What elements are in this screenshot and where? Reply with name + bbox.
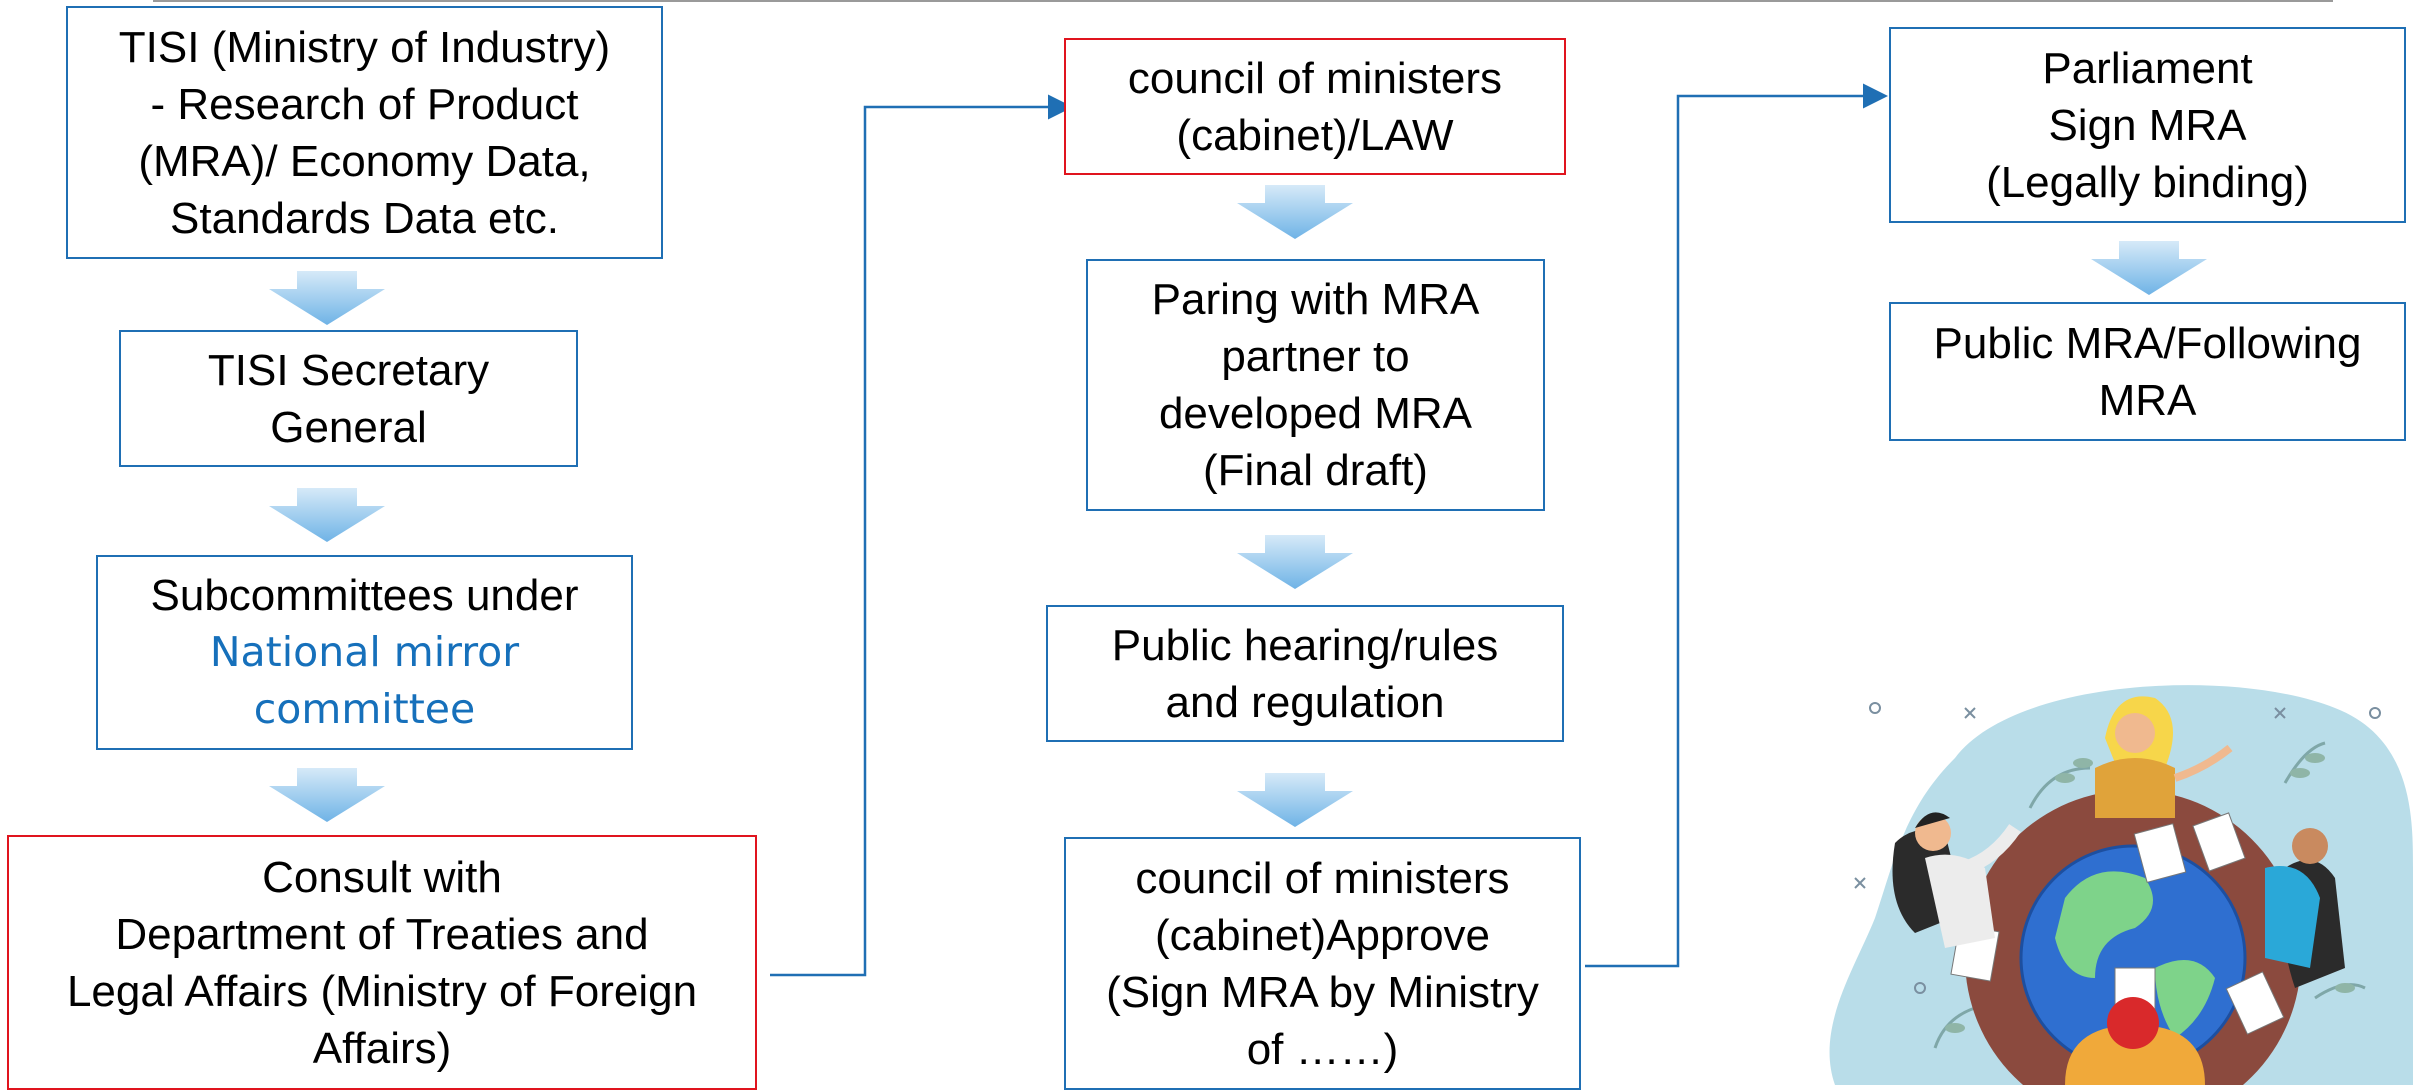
box-line: and regulation (1165, 677, 1445, 727)
subcommittees-box: Subcommittees under National mirror comm… (96, 555, 633, 750)
down-arrow-icon (269, 271, 385, 325)
box-line: (Sign MRA by Ministry (1106, 967, 1539, 1017)
pairing-mra-box: Paring with MRA partner to developed MRA… (1086, 259, 1545, 511)
box-line: council of ministers (1135, 853, 1510, 903)
down-arrow-icon (269, 488, 385, 542)
box-line: Affairs) (312, 1023, 452, 1073)
down-arrow-icon (2091, 241, 2207, 295)
tisi-research-box: TISI (Ministry of Industry) - Research o… (66, 6, 663, 259)
top-divider (153, 0, 2333, 2)
box-line: of ……) (1246, 1024, 1399, 1074)
box-line: Standards Data etc. (170, 193, 559, 243)
down-arrow-icon (1237, 773, 1353, 827)
box-line: - Research of Product (150, 79, 579, 129)
box-line: TISI Secretary (207, 345, 490, 395)
box-line: (cabinet)/LAW (1176, 110, 1454, 160)
box-line: Public MRA/Following (1933, 318, 2362, 368)
box-line: Parliament (2042, 43, 2253, 93)
box-line: MRA (2098, 375, 2197, 425)
box-line: Paring with MRA (1151, 275, 1480, 324)
box-line: developed MRA (1158, 389, 1473, 438)
box-line: Department of Treaties and (115, 909, 649, 959)
box-line: Subcommittees under (150, 571, 579, 620)
box-line: (cabinet)Approve (1154, 910, 1491, 960)
box-line: Public hearing/rules (1111, 620, 1499, 670)
council-law-box: council of ministers (cabinet)/LAW (1064, 38, 1566, 175)
tisi-secretary-box: TISI Secretary General (119, 330, 578, 467)
consult-treaties-box: Consult with Department of Treaties and … (7, 835, 757, 1090)
box-line: General (270, 402, 427, 452)
box-line: Legal Affairs (Ministry of Foreign (66, 966, 698, 1016)
box-line: (Legally binding) (1986, 157, 2309, 207)
box-line: (Final draft) (1203, 446, 1428, 495)
box-line: partner to (1221, 332, 1410, 381)
down-arrow-icon (1237, 185, 1353, 239)
down-arrow-icon (1237, 535, 1353, 589)
box-line: Consult with (262, 852, 502, 902)
connector-col2-to-col3 (1585, 83, 1888, 968)
public-hearing-box: Public hearing/rules and regulation (1046, 605, 1564, 742)
box-line: Sign MRA (2048, 100, 2247, 150)
meeting-illustration (1829, 685, 2413, 1085)
box-line: TISI (Ministry of Industry) (118, 22, 611, 72)
national-mirror-committee-text: National mirror (209, 628, 520, 676)
public-mra-box: Public MRA/Following MRA (1889, 302, 2406, 441)
parliament-sign-box: Parliament Sign MRA (Legally binding) (1889, 27, 2406, 223)
connector-col1-to-col2 (770, 94, 1073, 977)
down-arrow-icon (269, 768, 385, 822)
box-line: council of ministers (1127, 53, 1503, 103)
box-line: (MRA)/ Economy Data, (138, 136, 591, 186)
council-approve-box: council of ministers (cabinet)Approve (S… (1064, 837, 1581, 1090)
national-mirror-committee-text: committee (253, 685, 476, 733)
